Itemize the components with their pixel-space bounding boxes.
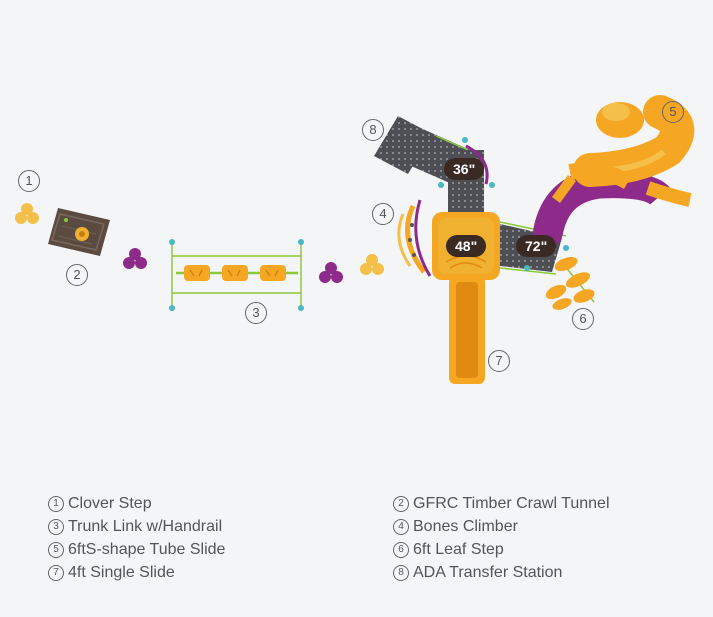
callout-6: 6 <box>572 308 594 330</box>
single-slide <box>449 276 485 384</box>
legend-num: 2 <box>393 495 409 512</box>
legend-num: 4 <box>393 518 409 535</box>
legend-num: 3 <box>48 518 64 535</box>
callout-8: 8 <box>362 119 384 141</box>
legend-label: 6ft Leaf Step <box>413 540 504 558</box>
callout-5: 5 <box>662 101 684 123</box>
clover-step-purple-right <box>319 262 343 283</box>
callout-2: 2 <box>66 264 88 286</box>
clover-step-purple <box>123 248 147 269</box>
legend-num: 8 <box>393 564 409 581</box>
legend-label: Bones Climber <box>413 517 518 535</box>
legend-label: Clover Step <box>68 494 152 512</box>
legend-label: ADA Transfer Station <box>413 563 563 581</box>
leaf-step <box>545 257 595 310</box>
legend-label: 6ftS-shape Tube Slide <box>68 540 226 558</box>
legend-label: Trunk Link w/Handrail <box>68 517 223 535</box>
legend-label: 4ft Single Slide <box>68 563 175 581</box>
legend-num: 7 <box>48 564 64 581</box>
height-tag-72: 72" <box>516 235 557 257</box>
legend-num: 6 <box>393 541 409 558</box>
callout-7: 7 <box>488 350 510 372</box>
callout-1: 1 <box>18 170 40 192</box>
height-tag-48: 48" <box>446 235 487 257</box>
callout-3: 3 <box>245 302 267 324</box>
bones-climber <box>397 199 432 277</box>
legend-num: 1 <box>48 495 64 512</box>
legend-label: GFRC Timber Crawl Tunnel <box>413 494 610 512</box>
trunk-link <box>169 239 304 311</box>
callout-4: 4 <box>372 203 394 225</box>
clover-step-orange-right <box>360 254 384 275</box>
legend-num: 5 <box>48 541 64 558</box>
clover-step-left <box>15 203 39 224</box>
timber-crawl-tunnel <box>48 208 110 256</box>
height-tag-36: 36" <box>444 158 485 180</box>
